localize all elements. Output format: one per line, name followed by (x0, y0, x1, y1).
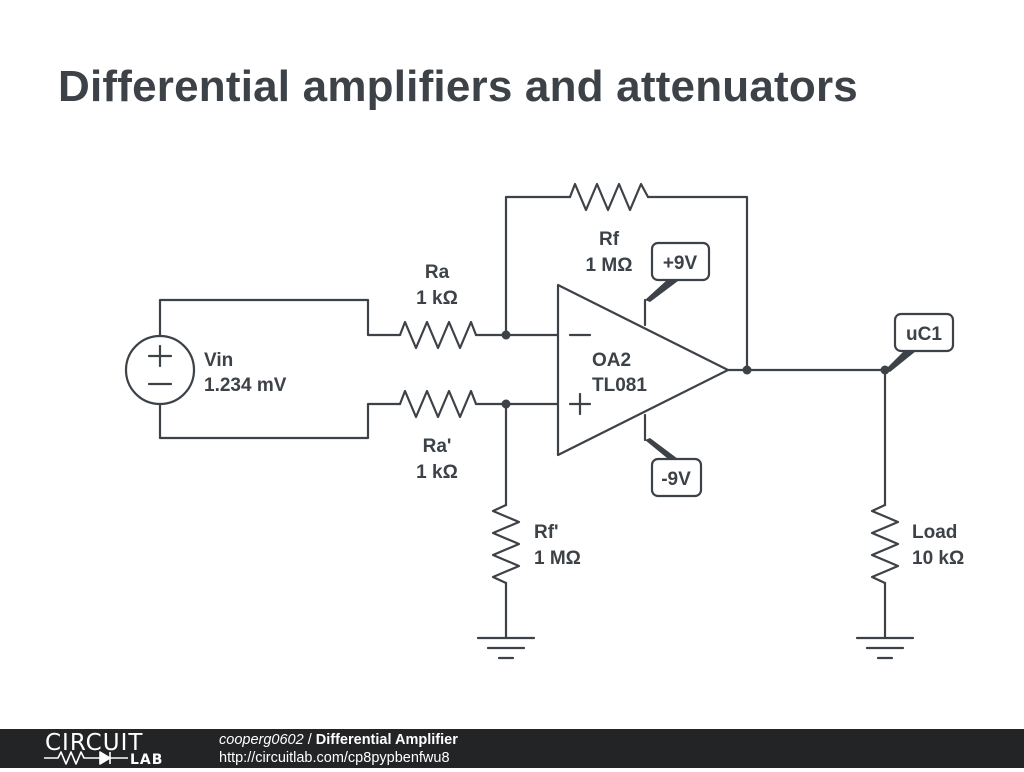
page-title: Differential amplifiers and attenuators (58, 62, 858, 111)
resistor-ra[interactable] (398, 320, 478, 350)
resistor-rf-prime[interactable] (491, 503, 521, 585)
flag-vminus-text: -9V (661, 469, 691, 490)
label-rf-name: Rf (599, 229, 620, 250)
footer-bar: CIRCUIT LAB cooperg0602 / Differential A… (0, 729, 1024, 768)
footer-meta: cooperg0602 / Differential Amplifier htt… (219, 731, 458, 767)
footer-user[interactable]: cooperg0602 (219, 732, 304, 748)
label-rf-prime-value: 1 MΩ (534, 548, 581, 569)
ground-rf-prime (476, 636, 536, 660)
junction-inverting (501, 330, 511, 340)
label-opamp-part: TL081 (592, 375, 647, 396)
resistor-rf[interactable] (568, 182, 650, 212)
junction-output (742, 365, 752, 375)
wire-vin-top (158, 298, 402, 338)
footer-separator: / (303, 732, 316, 748)
label-load-name: Load (912, 522, 957, 543)
flag-vminus[interactable]: -9V (650, 457, 703, 498)
label-load-value: 10 kΩ (912, 548, 964, 569)
ground-load (855, 636, 915, 660)
circuitlab-logo[interactable]: LAB (44, 749, 174, 772)
label-ra-name: Ra (425, 262, 450, 283)
opamp-oa2[interactable] (556, 283, 730, 457)
wire-vin-bottom (158, 402, 402, 440)
footer-url[interactable]: http://circuitlab.com/cp8pypbenfwu8 (219, 750, 450, 766)
logo-text-lab: LAB (130, 752, 164, 768)
flag-vplus[interactable]: +9V (650, 241, 711, 282)
label-ra-prime-name: Ra' (423, 436, 452, 457)
label-vin-name: Vin (204, 350, 233, 371)
junction-noninverting (501, 399, 511, 409)
resistor-diode-logo-icon (44, 751, 128, 765)
flag-pointer-vplus (645, 280, 678, 302)
label-vin-value: 1.234 mV (204, 375, 287, 396)
resistor-load[interactable] (870, 503, 900, 585)
flag-output-text: uC1 (906, 324, 942, 345)
flag-output[interactable]: uC1 (893, 312, 955, 353)
voltage-source-vin[interactable] (124, 334, 196, 406)
label-rf-value: 1 MΩ (586, 255, 633, 276)
label-opamp-name: OA2 (592, 350, 631, 371)
label-ra-prime-value: 1 kΩ (416, 462, 458, 483)
flag-pointer-output (885, 350, 916, 372)
circuit-schematic: +9V -9V uC1 Vin 1.234 mV Ra 1 kΩ Ra' 1 k… (124, 182, 964, 660)
footer-project[interactable]: Differential Amplifier (315, 732, 458, 748)
wire-feedback (504, 195, 749, 372)
label-ra-value: 1 kΩ (416, 288, 458, 309)
flag-pointer-vminus (645, 438, 678, 459)
label-rf-prime-name: Rf' (534, 522, 559, 543)
resistor-ra-prime[interactable] (398, 389, 478, 419)
flag-vplus-text: +9V (663, 253, 698, 274)
